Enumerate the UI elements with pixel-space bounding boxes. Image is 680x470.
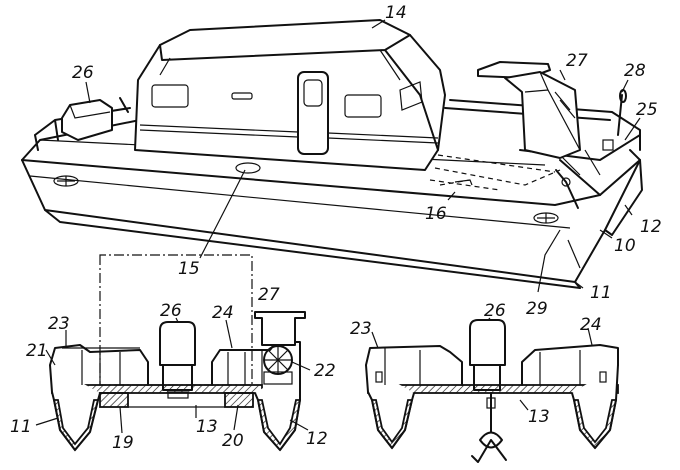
cabin-door xyxy=(297,71,329,155)
ref-23: 23 xyxy=(48,314,70,334)
ref-11-left: 11 xyxy=(10,417,32,437)
ref-27: 27 xyxy=(566,51,588,71)
frame-dashed xyxy=(429,154,561,191)
ref-11: 11 xyxy=(590,283,612,303)
ref-21: 21 xyxy=(26,341,48,361)
ref-13-b: 13 xyxy=(528,407,550,427)
labels-bottom-right: 23 26 24 13 xyxy=(350,301,602,427)
ref-12: 12 xyxy=(640,217,662,237)
bracket-right xyxy=(224,392,254,408)
labels-bottom-left: 23 21 11 19 13 20 12 22 24 26 27 xyxy=(10,285,336,453)
ref-28: 28 xyxy=(624,61,646,81)
seat-2 xyxy=(469,319,506,366)
ref-12-right: 12 xyxy=(306,429,328,449)
seat-front xyxy=(159,321,196,366)
ref-26-front: 26 xyxy=(160,301,182,321)
ref-15: 15 xyxy=(178,259,200,279)
railing xyxy=(34,97,131,151)
ref-19: 19 xyxy=(112,433,134,453)
ref-16: 16 xyxy=(425,204,447,224)
ref-24-b: 24 xyxy=(580,315,602,335)
ref-22: 22 xyxy=(314,361,336,381)
hull-side xyxy=(21,149,641,283)
bracket-left xyxy=(99,392,129,408)
detail-frame xyxy=(99,254,253,386)
perspective-view xyxy=(21,19,643,289)
leader-lines-top xyxy=(85,19,641,293)
ref-10: 10 xyxy=(614,236,636,256)
leader-lines-bottom-left xyxy=(35,317,311,434)
ref-13: 13 xyxy=(196,417,218,437)
labels-top: 14 26 27 28 25 12 10 11 16 15 29 xyxy=(72,3,662,319)
ref-27-front: 27 xyxy=(258,285,280,305)
ref-29: 29 xyxy=(526,299,548,319)
rear-seat xyxy=(61,99,113,141)
cabin-window xyxy=(151,84,189,108)
section-view-right xyxy=(365,319,619,463)
section-view-left xyxy=(49,311,306,452)
ref-23-b: 23 xyxy=(350,319,372,339)
console-front xyxy=(254,311,306,346)
ref-26: 26 xyxy=(72,63,94,83)
ref-25: 25 xyxy=(636,100,658,120)
ref-24: 24 xyxy=(212,303,234,323)
cabin-window xyxy=(344,94,382,118)
ref-14: 14 xyxy=(385,3,407,23)
ref-20: 20 xyxy=(222,431,244,451)
leader-lines-bottom-right xyxy=(371,317,593,411)
ref-26-b: 26 xyxy=(484,301,506,321)
